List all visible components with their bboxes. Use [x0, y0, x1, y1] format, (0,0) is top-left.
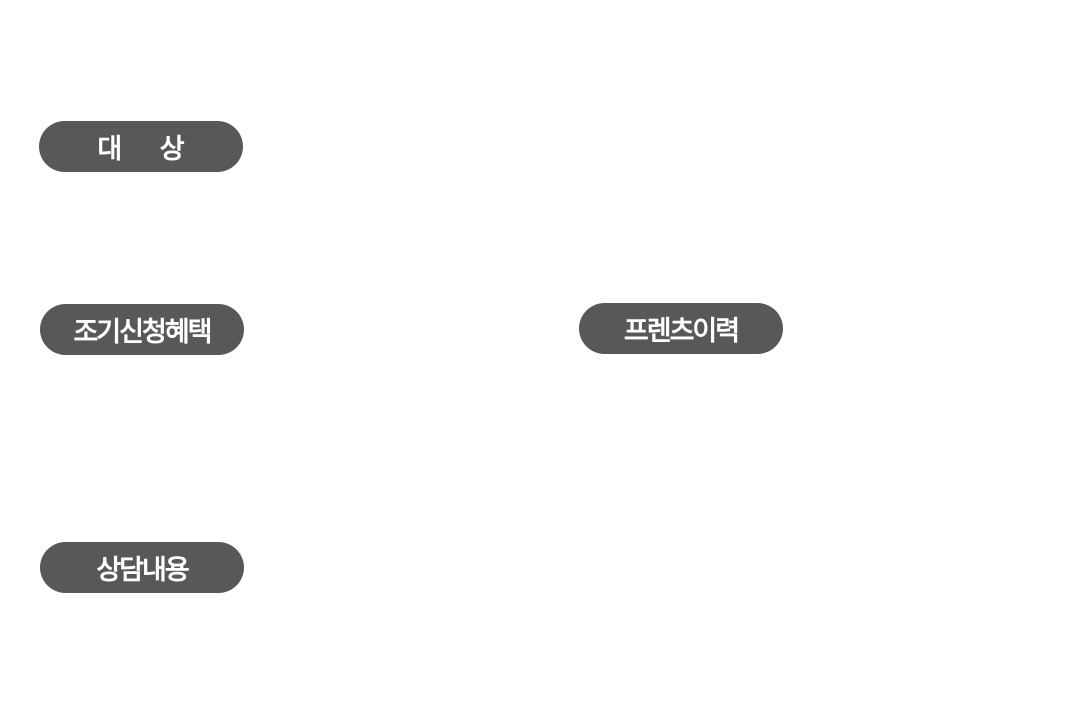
label-franchise-history: 프렌츠이력 — [579, 303, 783, 354]
label-consult-content: 상담내용 — [40, 542, 244, 593]
label-target: 대 상 — [39, 121, 243, 172]
label-early-benefit: 조기신청혜택 — [40, 304, 244, 355]
